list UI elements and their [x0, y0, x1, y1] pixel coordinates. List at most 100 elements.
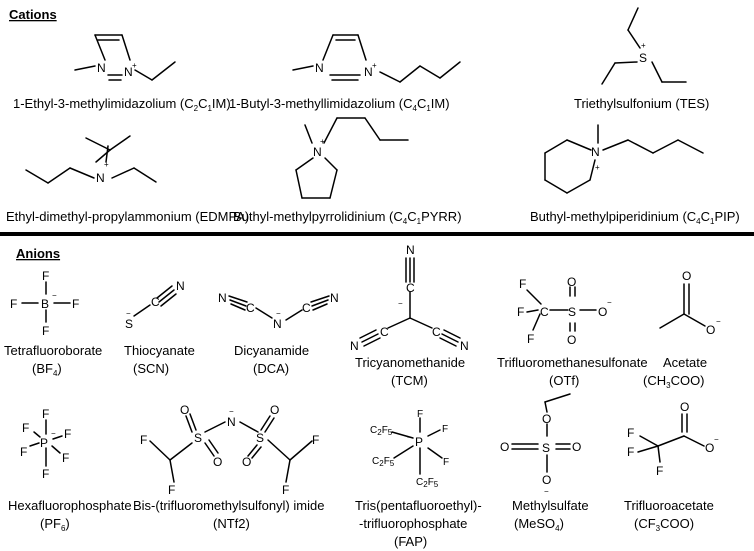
svg-text:F: F — [42, 407, 49, 421]
anions-heading: Anions — [16, 246, 60, 261]
caption-scn-abbr: (SCN) — [133, 361, 169, 376]
svg-text:O: O — [705, 441, 714, 455]
svg-text:+: + — [372, 61, 377, 70]
svg-text:F: F — [656, 464, 663, 478]
svg-text:O: O — [680, 400, 689, 414]
svg-text:−: − — [276, 309, 281, 318]
caption-otf-name: Trifluoromethanesulfonate — [497, 355, 648, 370]
caption-tcm-abbr: (TCM) — [391, 373, 428, 388]
caption-pf6-abbr: (PF6) — [40, 516, 70, 533]
svg-text:O: O — [270, 403, 279, 417]
caption-dca-abbr: (DCA) — [253, 361, 289, 376]
svg-text:N: N — [460, 339, 469, 353]
svg-text:C: C — [540, 305, 549, 319]
svg-text:−: − — [607, 298, 612, 307]
svg-text:F: F — [10, 297, 17, 311]
svg-text:N: N — [406, 243, 415, 257]
caption-trifluoroacetate-name: Trifluoroacetate — [624, 498, 714, 513]
svg-text:O: O — [180, 403, 189, 417]
svg-text:O: O — [542, 412, 551, 426]
svg-text:−: − — [544, 487, 549, 496]
caption-fap-name: Tris(pentafluoroethyl)- — [355, 498, 482, 513]
svg-text:S: S — [639, 51, 647, 65]
svg-text:O: O — [567, 275, 576, 289]
svg-text:S: S — [256, 431, 264, 445]
svg-text:F: F — [20, 445, 27, 459]
cations-heading: Cations — [9, 7, 57, 22]
svg-text:N: N — [364, 65, 373, 79]
svg-text:−: − — [714, 435, 719, 444]
structure-otf: F F F C S O O O − — [517, 275, 612, 347]
svg-text:O: O — [682, 269, 691, 283]
svg-text:S: S — [542, 441, 550, 455]
svg-text:C: C — [246, 301, 255, 315]
fap-c2f5-group: C2F5 — [416, 477, 439, 489]
svg-text:F: F — [517, 305, 524, 319]
structure-c2c1im: N N + — [74, 34, 176, 81]
structure-tes: S + — [601, 7, 687, 85]
svg-text:F: F — [527, 332, 534, 346]
svg-text:−: − — [229, 407, 234, 416]
svg-text:+: + — [641, 41, 646, 50]
svg-text:N: N — [227, 415, 236, 429]
structure-ntf2: F F O S O N − S O O F F — [140, 403, 319, 497]
svg-text:N: N — [330, 291, 339, 305]
caption-ntf2-name: Bis-(trifluoromethylsulfonyl) imide — [133, 498, 324, 513]
caption-c2c1im: 1-Ethyl-3-methylimidazolium (C2C1IM) — [13, 96, 231, 113]
svg-text:C: C — [406, 281, 415, 295]
caption-acetate-name: Acetate — [663, 355, 707, 370]
svg-text:P: P — [40, 436, 48, 450]
svg-text:+: + — [595, 163, 600, 172]
svg-text:N: N — [218, 291, 227, 305]
svg-text:−: − — [716, 317, 721, 326]
svg-text:N: N — [96, 171, 105, 185]
svg-text:O: O — [567, 333, 576, 347]
structure-tcm: N C − C C N N — [350, 243, 469, 353]
svg-text:F: F — [519, 277, 526, 291]
fap-c2f5-group: C2F5 — [370, 425, 393, 437]
structure-meso4: O O S O O − — [500, 393, 581, 496]
caption-ntf2-abbr: (NTf2) — [213, 516, 250, 531]
structure-c4c1im: N N + — [292, 34, 461, 83]
svg-text:F: F — [42, 269, 49, 283]
caption-tes: Triethylsulfonium (TES) — [574, 96, 709, 111]
svg-text:F: F — [140, 433, 147, 447]
structure-fap: F C2F5 F − P C2F5 F C2F5 — [370, 409, 449, 489]
svg-text:N: N — [273, 317, 282, 331]
svg-text:S: S — [125, 317, 133, 331]
svg-text:O: O — [542, 473, 551, 487]
svg-text:−: − — [126, 309, 131, 318]
svg-text:F: F — [282, 483, 289, 497]
structure-edmpa: N + — [25, 135, 157, 185]
svg-text:F: F — [64, 427, 71, 441]
structure-c4c1pyrr: N + — [295, 117, 409, 199]
structure-dca: N C N − C N — [218, 291, 339, 331]
caption-meso4-abbr: (MeSO4) — [514, 516, 564, 533]
caption-c4c1im: 1-Butyl-3-methyllimidazolium (C4C1IM) — [229, 96, 450, 113]
svg-text:O: O — [500, 440, 509, 454]
svg-text:N: N — [315, 61, 324, 75]
structure-c4c1pip: N + — [544, 124, 704, 194]
caption-fap-name2: -trifluorophosphate — [359, 516, 467, 531]
svg-text:F: F — [22, 421, 29, 435]
svg-text:F: F — [443, 457, 449, 468]
caption-trifluoroacetate-abbr: (CF3COO) — [634, 516, 694, 533]
svg-text:N: N — [313, 145, 322, 159]
structure-bf4: F B − F F F — [10, 269, 79, 338]
caption-pf6-name: Hexafluorophosphate — [8, 498, 132, 513]
svg-text:B: B — [41, 297, 49, 311]
svg-text:N: N — [591, 145, 600, 159]
svg-text:−: − — [52, 291, 57, 300]
structure-acetate: O O − — [659, 269, 721, 337]
svg-text:F: F — [627, 426, 634, 440]
fap-c2f5-group: C2F5 — [372, 456, 395, 468]
svg-text:O: O — [572, 440, 581, 454]
svg-text:F: F — [72, 297, 79, 311]
caption-bf4-name: Tetrafluoroborate — [4, 343, 102, 358]
caption-acetate-abbr: (CH3COO) — [643, 373, 705, 390]
svg-text:O: O — [598, 305, 607, 319]
svg-text:F: F — [42, 467, 49, 481]
svg-text:N: N — [124, 65, 133, 79]
svg-text:F: F — [62, 451, 69, 465]
svg-text:O: O — [213, 455, 222, 469]
